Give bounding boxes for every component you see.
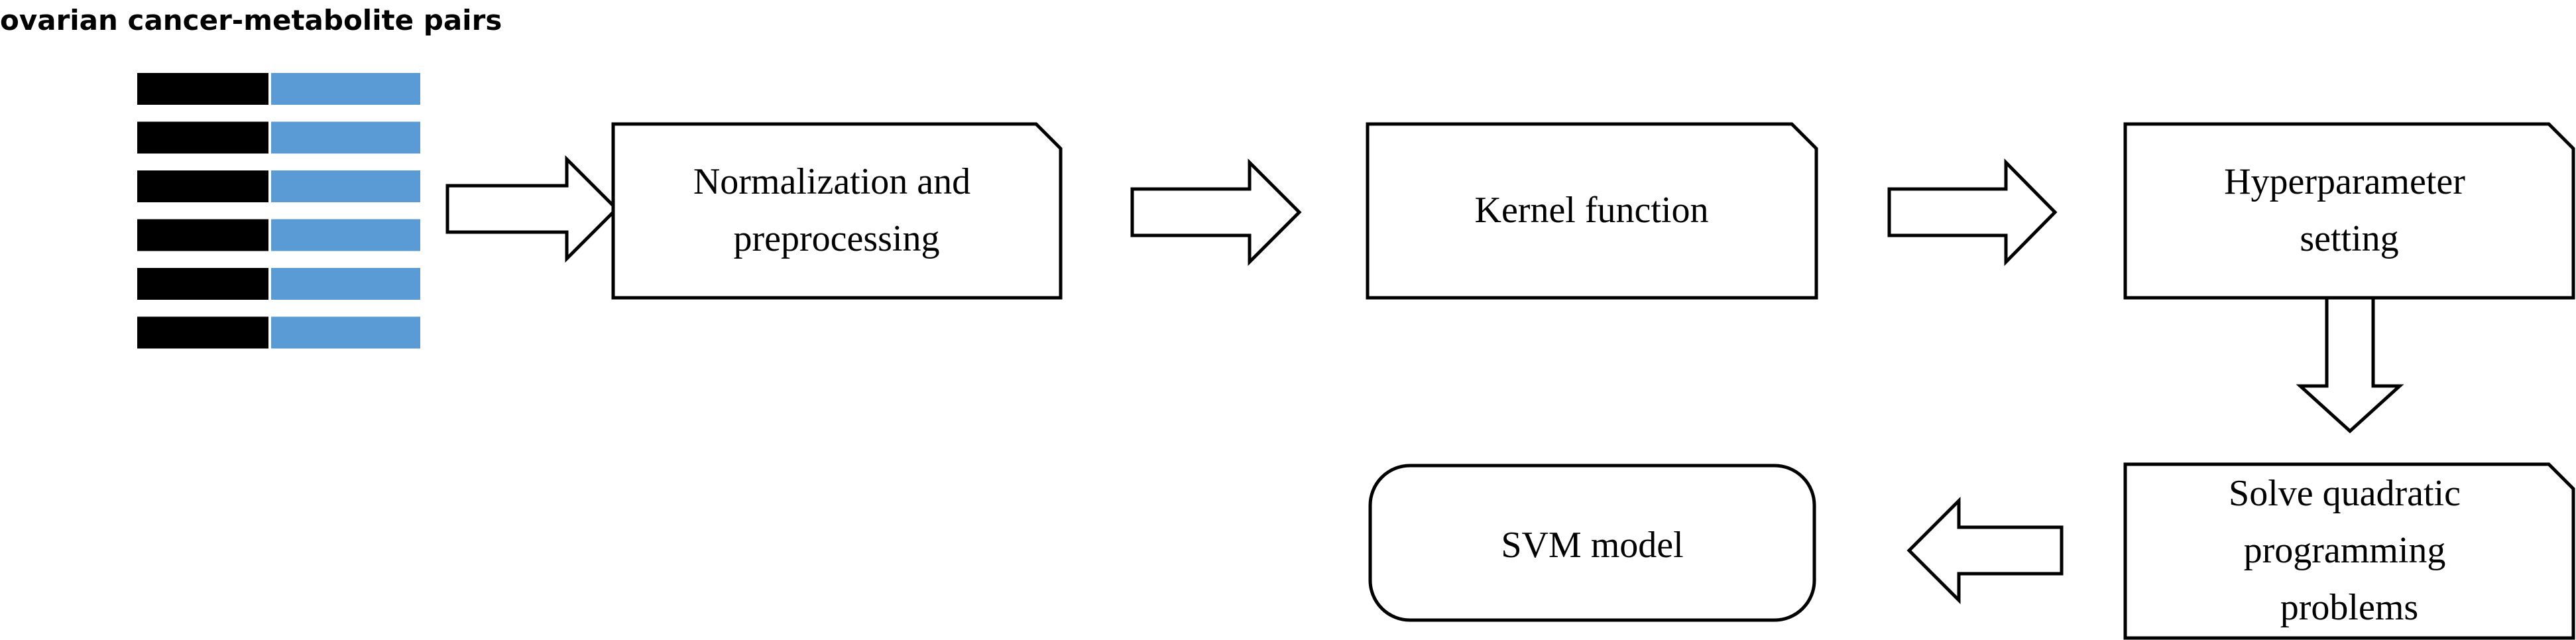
pair-row [137,121,420,154]
svg-text:Hyperparameter setting: Hyperparameter setting [2224,161,2475,259]
metabolite-segment [271,268,420,300]
step-normalization-line-1: Normalization and [693,161,970,202]
step-hyperparameter-line-2: setting [2300,218,2398,259]
step-normalization: Normalization and preprocessing [611,122,1063,300]
step-solve-line-3: problems [2280,587,2418,628]
svg-text:Kernel function: Kernel function [1475,190,1709,231]
cancer-segment [137,170,268,202]
step-hyperparameter-setting: Hyperparameter setting [2123,122,2575,300]
svg-text:Solve quadratic programm: Solve quadratic programming problems [2229,473,2470,628]
metabolite-segment [271,316,420,349]
output-label: SVM model [1501,525,1683,566]
metabolite-segment [271,170,420,202]
step-normalization-line-2: preprocessing [733,218,939,259]
step-solve-line-2: programming [2244,530,2446,571]
pair-row [137,73,420,105]
step-solve-quadratic: Solve quadratic programming problems [2123,462,2575,640]
arrow-right-icon [1887,158,2058,267]
metabolite-segment [271,219,420,251]
pair-row [137,219,420,251]
metabolite-pair-list [137,73,420,349]
arrow-left-icon [1906,496,2064,605]
step-kernel-line-1: Kernel function [1475,190,1709,231]
output-svm-model: SVM model [1368,464,1816,622]
pair-row [137,268,420,300]
cancer-segment [137,268,268,300]
arrow-right-icon [445,155,619,263]
arrow-down-icon [2296,296,2404,434]
step-kernel-function: Kernel function [1366,122,1818,300]
svg-text:Normalization and prepro: Normalization and preprocessing [693,161,980,259]
metabolite-segment [271,73,420,105]
cancer-segment [137,73,268,105]
cancer-segment [137,121,268,154]
pair-row [137,316,420,349]
pair-row [137,170,420,202]
step-hyperparameter-line-1: Hyperparameter [2224,161,2465,202]
cancer-segment [137,219,268,251]
input-label: ovarian cancer-metabolite pairs [0,4,502,36]
cancer-segment [137,316,268,349]
metabolite-segment [271,121,420,154]
step-solve-line-1: Solve quadratic [2229,473,2461,514]
arrow-right-icon [1130,158,1302,267]
